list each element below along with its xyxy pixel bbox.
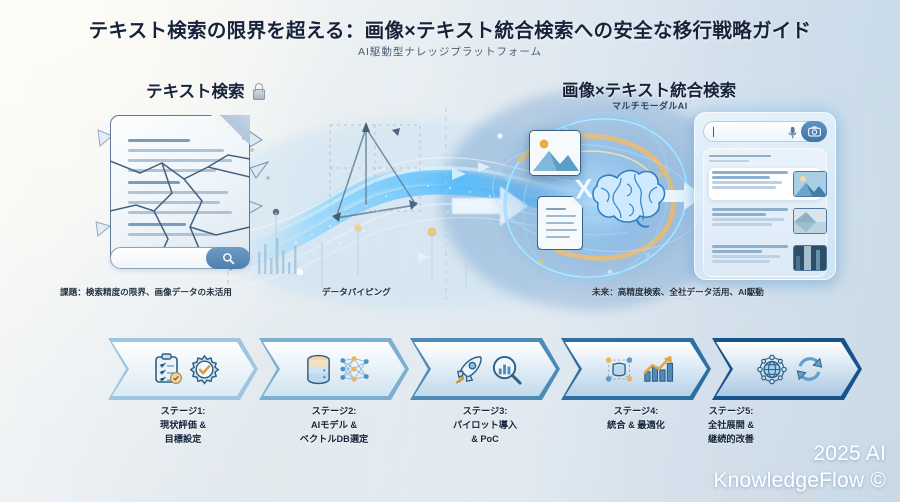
- caption-pipeline: データパイピング: [322, 287, 391, 297]
- camera-search-button[interactable]: [801, 121, 827, 142]
- roadmap-stage-4[interactable]: [561, 338, 711, 400]
- multimodal-search-input[interactable]: [703, 121, 827, 142]
- multimodal-core: X: [505, 112, 685, 287]
- document-page: [110, 115, 250, 265]
- gear-check-icon: [189, 354, 219, 385]
- stage-line2: パイロット導入: [452, 420, 518, 430]
- result-row[interactable]: [709, 242, 827, 274]
- stage-title: ステージ4:: [613, 406, 659, 416]
- image-card-icon: [529, 130, 581, 176]
- result-text-lines: [712, 171, 788, 197]
- caption-problem: 課題：検索精度の限界、画像データの未活用: [60, 287, 232, 297]
- refresh-cycle-icon: [796, 357, 822, 381]
- watermark-line-2: KnowledgeFlow ©: [713, 469, 886, 492]
- results-arrow: [656, 182, 704, 210]
- stage-title: ステージ1:: [160, 406, 206, 416]
- stage-label-4: ステージ4: 統合 & 最適化: [561, 404, 711, 432]
- page-subtitle: AI駆動型ナレッジプラットフォーム: [357, 46, 543, 58]
- stage-line3: 継続的改善: [708, 434, 754, 444]
- magnifier-chart-icon: [492, 355, 522, 385]
- section-heading-text-search: テキスト検索: [146, 78, 266, 102]
- roadmap: [108, 338, 864, 400]
- section-subheading-multimodal: マルチモーダルAI: [612, 101, 688, 111]
- stage-title: ステージ2:: [311, 406, 357, 416]
- watermark: 2025 AI KnowledgeFlow ©: [713, 440, 886, 494]
- stage-line3: ベクトルDB選定: [299, 434, 369, 444]
- globe-network-icon: [756, 354, 787, 384]
- lock-icon: [252, 83, 266, 100]
- brain-icon: [592, 169, 666, 228]
- database-icon: [306, 354, 330, 384]
- caption-future: 未来：高精度検索、全社データ活用、AI駆動: [592, 287, 764, 297]
- result-text-lines: [712, 245, 788, 271]
- stage-title: ステージ5:: [708, 406, 754, 416]
- stage-line2: 統合 & 最適化: [607, 420, 665, 430]
- roadmap-stage-1[interactable]: [108, 338, 258, 400]
- result-thumbnail[interactable]: [793, 208, 827, 235]
- page-title: テキスト検索の限界を超える：画像×テキスト統合検索への安全な移行戦略ガイド: [88, 20, 812, 42]
- growth-chart-icon: [643, 355, 674, 382]
- rocket-icon: [455, 355, 482, 384]
- watermark-line-1: 2025 AI: [813, 442, 886, 465]
- network-database-icon: [605, 356, 633, 382]
- neural-network-icon: [339, 356, 369, 382]
- camera-icon: [807, 126, 821, 137]
- stage-label-3: ステージ3: パイロット導入 & PoC: [410, 404, 560, 446]
- result-row[interactable]: [709, 205, 827, 237]
- microphone-icon[interactable]: [787, 126, 798, 140]
- result-thumbnail[interactable]: [793, 245, 827, 272]
- stage-label-5: ステージ5: 全社展開 & 継続的改善: [656, 404, 806, 446]
- result-thumbnail[interactable]: [793, 171, 827, 198]
- search-button[interactable]: [206, 247, 250, 269]
- roadmap-stage-5[interactable]: [712, 338, 862, 400]
- text-caret: [713, 126, 715, 137]
- stage-line3: 目標設定: [164, 434, 202, 444]
- stage-title: ステージ3:: [462, 406, 508, 416]
- stage-line2: AIモデル &: [311, 420, 357, 430]
- roadmap-stage-2[interactable]: [259, 338, 409, 400]
- stage-line2: 全社展開 &: [708, 420, 754, 430]
- stage-label-1: ステージ1: 現状評価 & 目標設定: [108, 404, 258, 446]
- legacy-search-input[interactable]: [110, 247, 250, 269]
- section-heading-multimodal: 画像×テキスト統合検索: [562, 82, 737, 100]
- broken-document-illustration: [110, 115, 250, 265]
- multimodal-results-panel: [694, 112, 836, 280]
- results-list: [703, 148, 827, 277]
- results-header-lines: [709, 155, 821, 163]
- result-row[interactable]: [709, 168, 827, 201]
- roadmap-stage-3[interactable]: [410, 338, 560, 400]
- clipboard-check-icon: [154, 353, 182, 385]
- stage-line3: & PoC: [471, 434, 499, 444]
- text-document-card-icon: [537, 196, 583, 250]
- search-icon: [222, 252, 234, 264]
- stage-label-2: ステージ2: AIモデル & ベクトルDB選定: [259, 404, 409, 446]
- result-text-lines: [712, 208, 788, 234]
- stage-line2: 現状評価 &: [160, 420, 206, 430]
- section-heading-label: テキスト検索: [146, 83, 245, 101]
